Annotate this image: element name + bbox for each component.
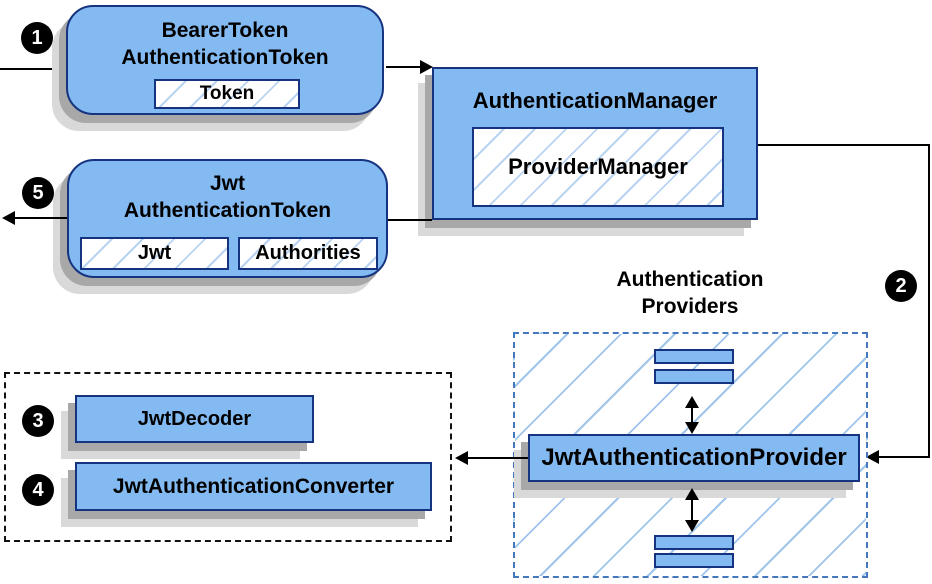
authentication-manager-title: AuthenticationManager — [472, 88, 718, 113]
provider-manager-field: ProviderManager — [472, 127, 724, 207]
flow-line-manager-to-jwt-token — [388, 219, 432, 221]
step-badge-5: 5 — [22, 177, 54, 209]
step-badge-2: 2 — [885, 270, 917, 302]
flow-line-to-provider — [878, 456, 929, 458]
step-number: 3 — [32, 409, 44, 432]
bearer-token-title-line2: AuthenticationToken — [121, 46, 329, 69]
flow-line-in — [0, 68, 60, 70]
step-badge-1: 1 — [21, 22, 53, 54]
jwt-authentication-provider-box: JwtAuthenticationProvider — [528, 434, 860, 482]
authorities-field: Authorities — [238, 237, 378, 270]
arrowhead-left-icon — [866, 450, 879, 464]
providers-title-line1: Authentication — [616, 268, 764, 291]
jwt-token-title-line2: AuthenticationToken — [123, 199, 332, 222]
bearer-token-title-line1: BearerToken — [161, 19, 289, 42]
double-arrow-icon — [685, 488, 699, 532]
bearer-token-authentication-token-box: BearerToken AuthenticationToken Token — [66, 5, 384, 115]
authorities-field-label: Authorities — [255, 242, 361, 264]
step-badge-3: 3 — [22, 405, 54, 437]
flow-line-provider-to-decoder — [467, 457, 528, 459]
flow-line-right-vertical — [928, 144, 930, 458]
jwt-authentication-token-box: Jwt AuthenticationToken Jwt Authorities — [67, 159, 388, 278]
jwt-authentication-converter-box: JwtAuthenticationConverter — [75, 462, 432, 511]
providers-title-line2: Providers — [641, 295, 739, 318]
token-field: Token — [154, 79, 300, 109]
double-arrow-icon — [685, 396, 699, 434]
jwt-token-title-line1: Jwt — [209, 172, 245, 195]
arrowhead-left-icon — [455, 451, 468, 465]
step-number: 5 — [32, 181, 44, 204]
jwt-authentication-provider-label: JwtAuthenticationProvider — [541, 444, 847, 471]
step-badge-4: 4 — [22, 474, 54, 506]
step-number: 1 — [31, 26, 43, 49]
jwt-authentication-converter-label: JwtAuthenticationConverter — [112, 475, 395, 498]
step-number: 2 — [895, 274, 907, 297]
provider-manager-label: ProviderManager — [508, 154, 688, 179]
step-number: 4 — [32, 478, 44, 501]
jwt-field-label: Jwt — [137, 242, 172, 264]
provider-list-bar — [654, 535, 734, 550]
flow-line-out — [14, 217, 67, 219]
arrowhead-left-icon — [2, 211, 15, 225]
jwt-decoder-box: JwtDecoder — [75, 395, 314, 443]
flow-line-manager-right — [758, 144, 930, 146]
providers-group-title: Authentication Providers — [545, 266, 835, 320]
provider-list-bar — [654, 369, 734, 384]
jwt-decoder-label: JwtDecoder — [137, 408, 252, 430]
provider-list-bar — [654, 349, 734, 364]
flow-line-token-to-manager — [386, 66, 422, 68]
provider-list-bar — [654, 553, 734, 568]
jwt-field: Jwt — [80, 237, 229, 270]
decoder-group-container: JwtDecoder JwtAuthenticationConverter — [4, 372, 452, 542]
authentication-manager-box: AuthenticationManager ProviderManager — [432, 67, 758, 220]
token-field-label: Token — [199, 83, 255, 104]
arrowhead-right-icon — [420, 60, 433, 74]
authentication-providers-container: JwtAuthenticationProvider — [513, 332, 868, 578]
